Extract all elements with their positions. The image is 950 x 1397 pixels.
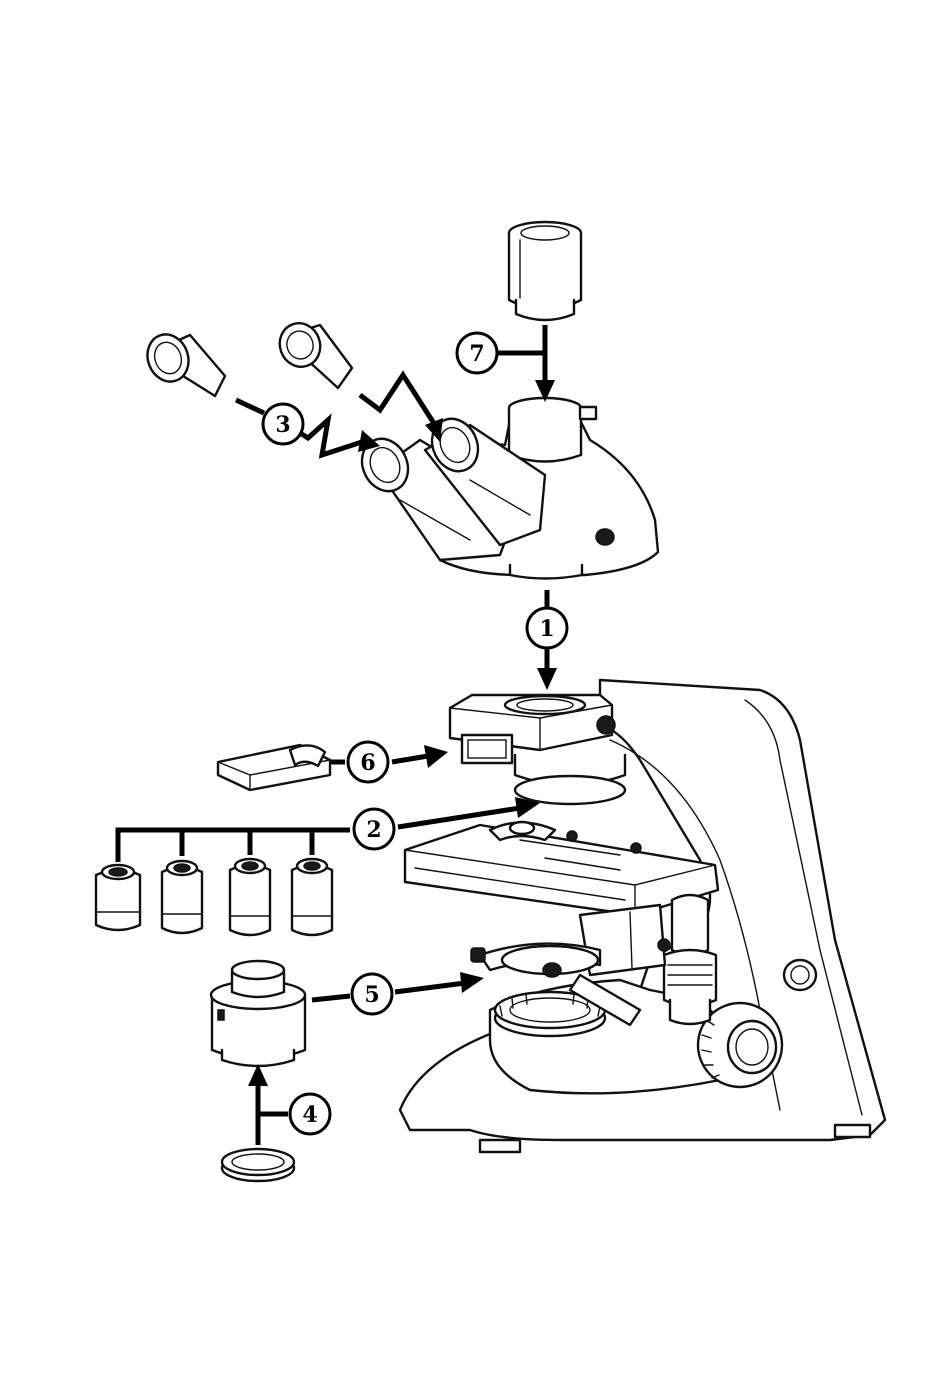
- callout-7: 7: [457, 333, 497, 373]
- objective-2: [162, 861, 202, 933]
- callout-5-label: 5: [364, 982, 379, 1008]
- trinocular-head: [354, 398, 658, 579]
- callout-2: 2: [354, 809, 394, 849]
- callout-1: 1: [527, 608, 567, 648]
- callout-3-label: 3: [275, 412, 290, 438]
- filter-ring: [222, 1149, 294, 1181]
- callout-3: 3: [263, 404, 303, 444]
- head-mount: [450, 695, 625, 804]
- objective-4: [292, 859, 332, 935]
- callout-2-label: 2: [366, 817, 381, 843]
- eyepiece-left: [141, 329, 225, 396]
- callout-4-label: 4: [302, 1102, 317, 1128]
- callout-7-label: 7: [469, 341, 484, 367]
- slider-accessory: [218, 745, 330, 790]
- arrow-4: [248, 1064, 288, 1145]
- arrow-5: [312, 972, 484, 1000]
- callout-6-label: 6: [360, 750, 375, 776]
- arrow-7: [498, 325, 555, 402]
- camera-adapter: [509, 222, 581, 320]
- objective-1: [96, 865, 140, 930]
- condenser: [211, 961, 305, 1066]
- objective-3: [230, 859, 270, 935]
- eyepiece-right: [274, 317, 352, 388]
- callout-6: 6: [348, 742, 388, 782]
- callout-4: 4: [290, 1094, 330, 1134]
- objective-lenses: [96, 859, 332, 935]
- callout-5: 5: [352, 974, 392, 1014]
- callout-1-label: 1: [539, 616, 554, 642]
